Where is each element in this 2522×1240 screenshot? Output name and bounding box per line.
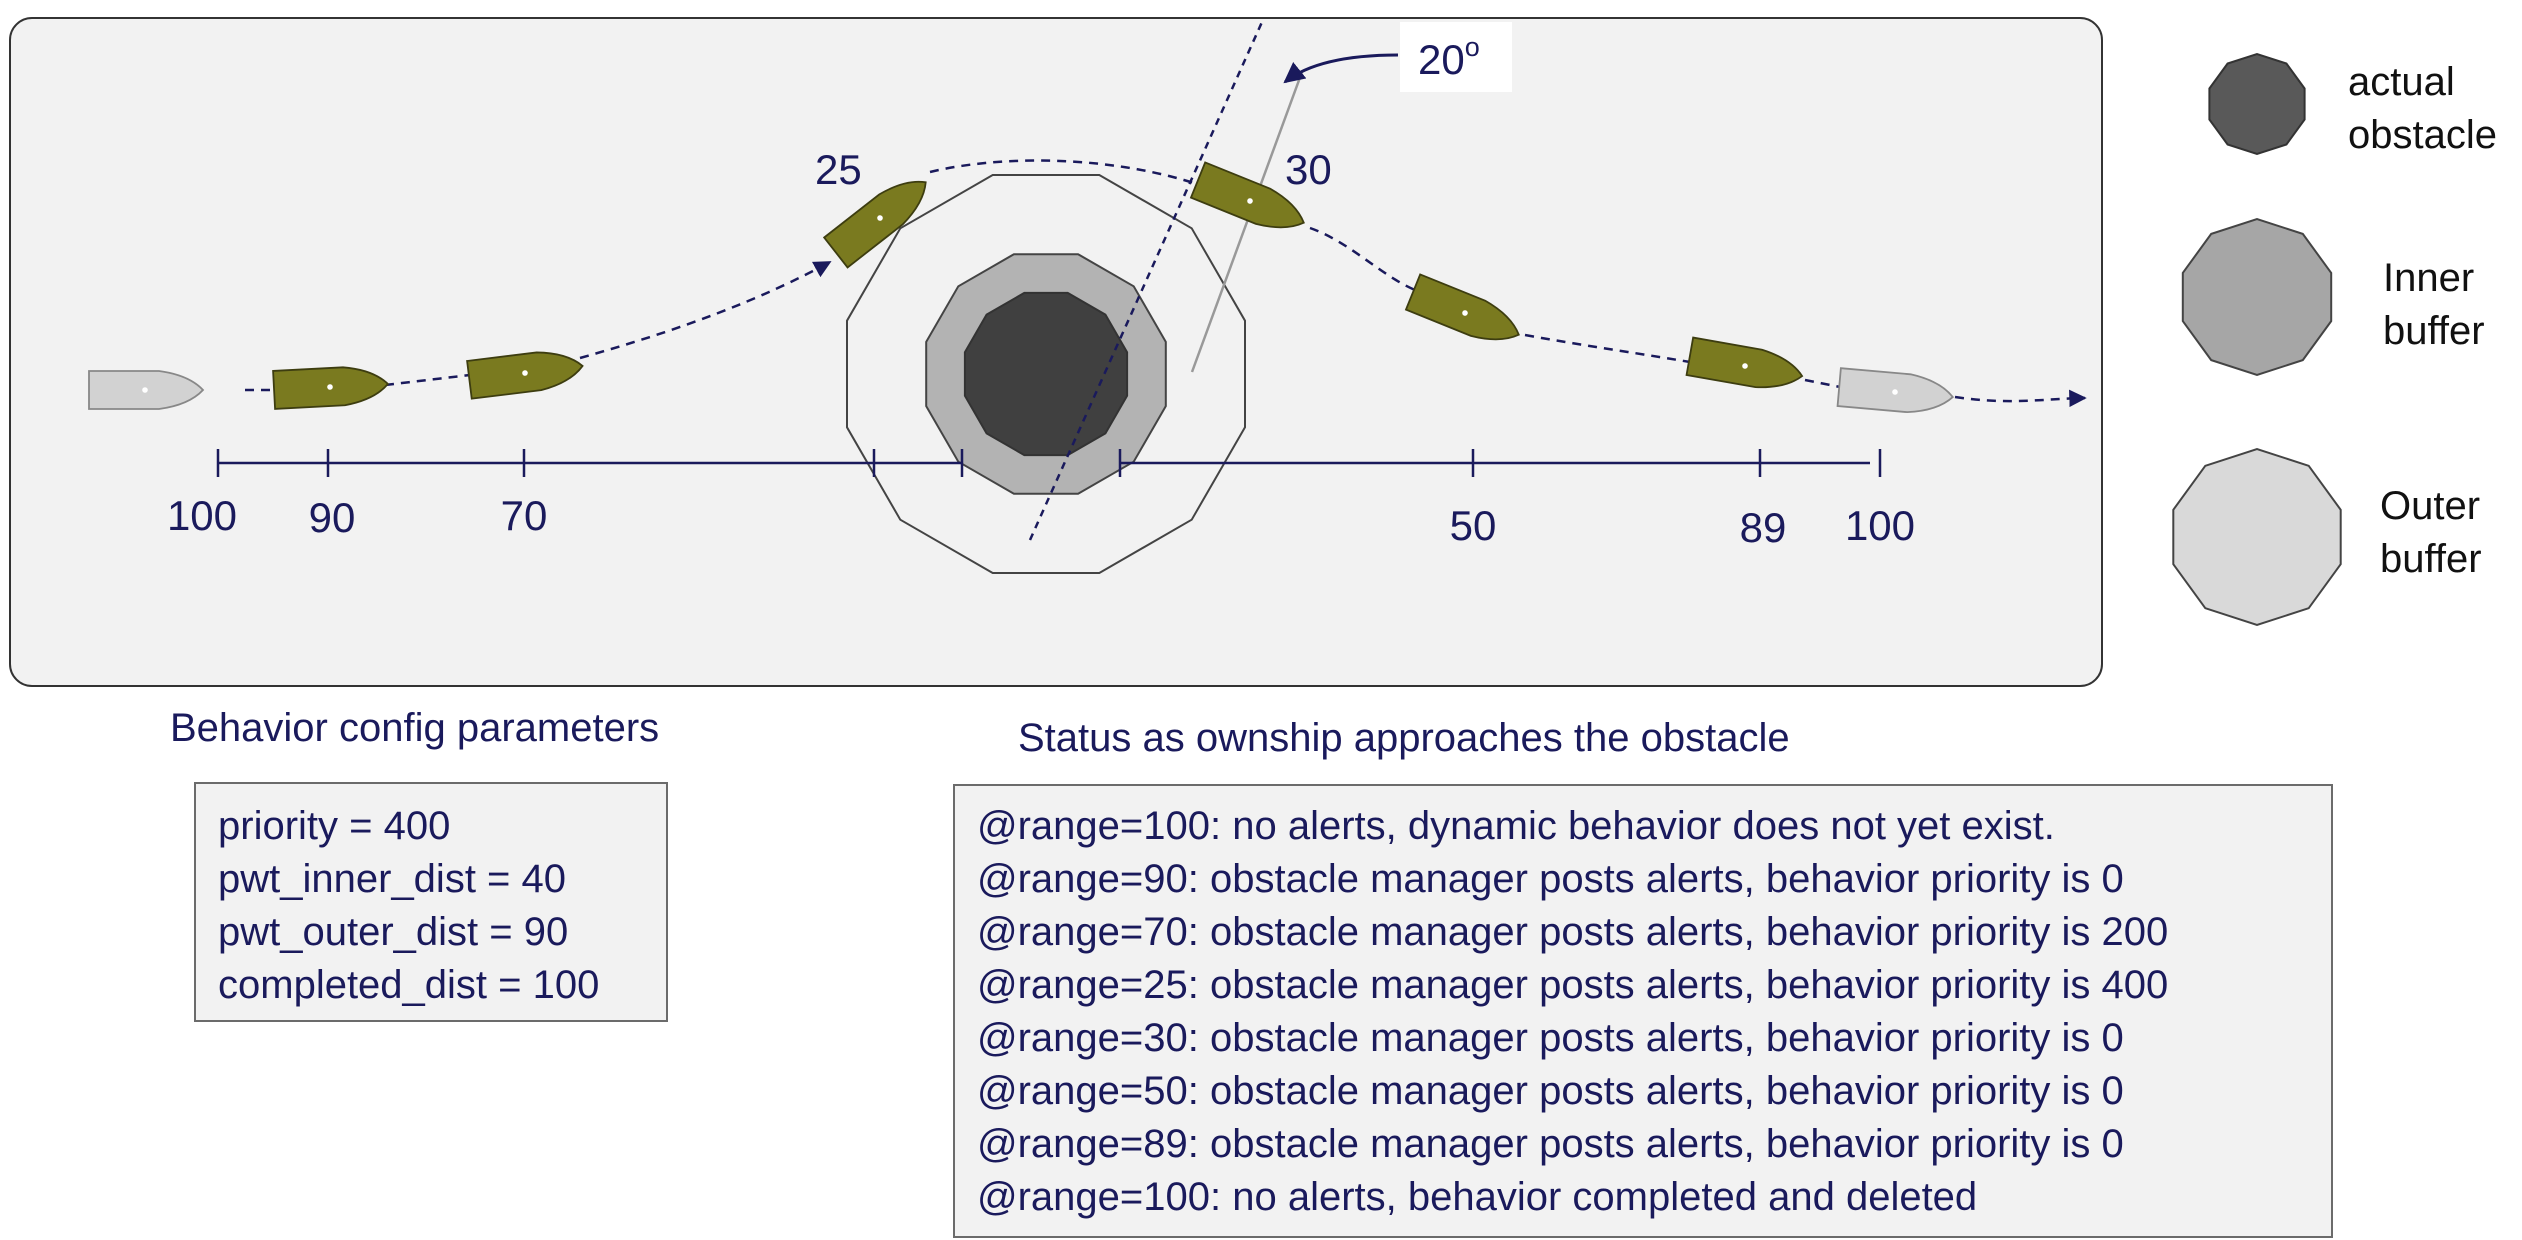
range-tick-label-2: 70 [501,492,548,539]
vessel-icon-6 [1404,273,1520,341]
vessel-icon-3 [466,351,584,400]
trajectory-path-2 [384,373,471,387]
vessel-hull [1404,273,1520,341]
vessel-icon-7 [1685,336,1804,389]
legend-label-actual-obstacle: actual obstacle [2348,56,2497,162]
reference-heading-line [1190,71,1304,373]
legend-label-inner-buffer-line-2: buffer [2383,309,2485,353]
status-line-range-30: @range=30: obstacle manager posts alerts… [977,1016,2124,1060]
range-tick-label-5: 100 [1845,502,1915,549]
status-line-range-70: @range=70: obstacle manager posts alerts… [977,910,2169,954]
status-line-range-90: @range=90: obstacle manager posts alerts… [977,857,2124,901]
angle-value: 20 [1418,36,1465,83]
angle-arrow [1283,53,1399,84]
config-param-pwt-outer-dist: pwt_outer_dist = 90 [218,910,569,954]
legend-label-outer-buffer-line-1: Outer [2380,484,2481,528]
vessel-center-dot [522,370,528,376]
vessel-center-dot [877,215,883,221]
legend-outer-buffer-polygon [2172,447,2342,627]
legend-label-outer-buffer-line-2: buffer [2380,537,2482,581]
config-param-completed-dist: completed_dist = 100 [218,963,600,1007]
legend-label-inner-buffer: Inner buffer [2383,252,2485,358]
obstacle-group [846,174,1246,574]
status-title: Status as ownship approaches the obstacl… [1018,716,1790,760]
range-ticks: 100 90 70 50 89 100 [167,449,1915,551]
angle-degree-symbol: o [1465,32,1480,62]
vessel-center-dot [1892,389,1898,395]
status-line-range-100-start: @range=100: no alerts, dynamic behavior … [977,804,2055,848]
legend-label-actual-obstacle-line-2: obstacle [2348,113,2497,157]
status-line-range-50: @range=50: obstacle manager posts alerts… [977,1069,2124,1113]
legend-group [2172,52,2342,627]
vessel-hull [822,180,927,269]
angle-label: 20o [1418,32,1480,83]
legend-label-inner-buffer-line-1: Inner [2383,256,2475,300]
range-axis [218,449,1870,477]
vessel-center-dot [142,387,148,393]
range-tick-label-1: 90 [309,494,356,541]
vessel-center-dot [1462,310,1468,316]
trajectory-path-3 [579,260,832,360]
boat-group [88,161,1955,414]
angle-label-bg [1400,22,1512,92]
vessel-icon-5 [1189,161,1305,229]
vessel-icon-1 [88,370,205,410]
config-param-pwt-inner-dist: pwt_inner_dist = 40 [218,857,567,901]
legend-label-outer-buffer: Outer buffer [2380,480,2482,586]
status-box: @range=100: no alerts, dynamic behavior … [953,784,2333,1238]
waypoint-label-25: 25 [815,146,862,193]
trajectory-path-6 [1524,333,1691,364]
trajectory-path-8 [1954,389,2087,408]
vessel-hull [1189,161,1305,229]
status-line-range-25: @range=25: obstacle manager posts alerts… [977,963,2169,1007]
legend-inner-buffer-polygon [2181,217,2333,377]
trajectory-path-7 [1804,378,1841,389]
trajectory-path-4 [929,159,1201,187]
waypoint-label-30: 30 [1285,146,1332,193]
range-tick-label-0: 100 [167,492,237,539]
vessel-center-dot [1247,198,1253,204]
actual-obstacle-polygon [963,291,1129,457]
legend-actual-obstacle-polygon [2208,52,2306,156]
config-param-priority: priority = 400 [218,804,451,848]
status-line-range-89: @range=89: obstacle manager posts alerts… [977,1122,2124,1166]
vessel-icon-4 [822,180,927,269]
legend-label-actual-obstacle-line-1: actual [2348,60,2455,104]
vessel-icon-8 [1836,367,1955,414]
approach-heading-line [1028,21,1264,541]
config-box: priority = 400 pwt_inner_dist = 40 pwt_o… [194,782,668,1022]
vessel-hull [1685,336,1804,389]
config-title: Behavior config parameters [170,706,660,750]
range-tick-label-4: 89 [1740,504,1787,551]
vessel-center-dot [327,384,333,390]
range-tick-label-3: 50 [1450,502,1497,549]
status-line-range-100-end: @range=100: no alerts, behavior complete… [977,1175,1978,1219]
vessel-icon-2 [272,366,390,410]
vessel-center-dot [1742,363,1748,369]
